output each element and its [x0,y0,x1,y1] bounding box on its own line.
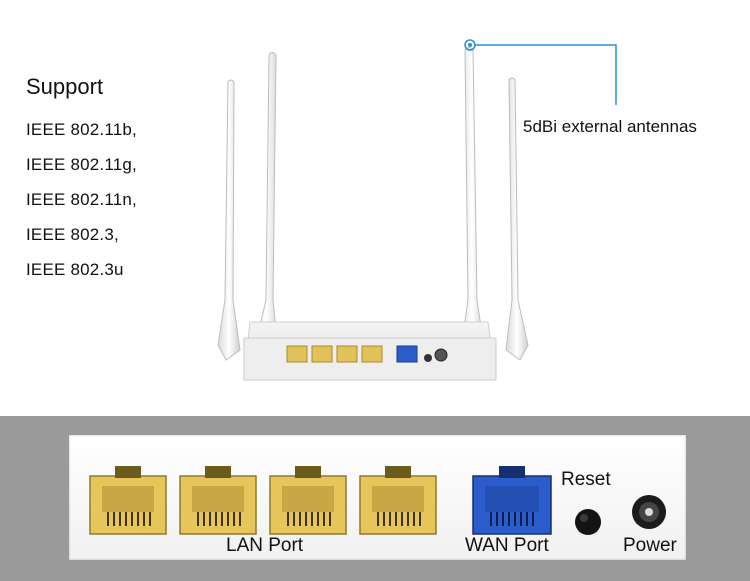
antenna-right-outer [505,77,529,361]
power-label: Power [623,535,677,556]
antenna-left-outer [217,79,241,361]
standard-item: IEEE 802.11b, [26,120,137,139]
wan-port-label: WAN Port [465,535,549,556]
router-body [243,321,497,381]
antenna-callout-line [464,39,617,105]
lan-port-1 [89,466,167,535]
standard-item: IEEE 802.11g, [26,155,137,174]
ports-closeup [89,466,666,535]
lan-port-3 [269,466,347,535]
power-jack [632,495,666,529]
reset-label: Reset [561,469,611,490]
support-title: Support [26,74,104,99]
standard-item: IEEE 802.11n, [26,190,137,209]
standard-item: IEEE 802.3, [26,225,119,244]
lan-port-2 [179,466,257,535]
wan-port [472,466,552,535]
lan-port-4 [359,466,437,535]
reset-button-hole [575,509,601,535]
antenna-callout-label: 5dBi external antennas [523,117,697,136]
standard-item: IEEE 802.3u [26,260,124,279]
lan-port-label: LAN Port [226,535,304,556]
router-illustration [217,39,617,381]
